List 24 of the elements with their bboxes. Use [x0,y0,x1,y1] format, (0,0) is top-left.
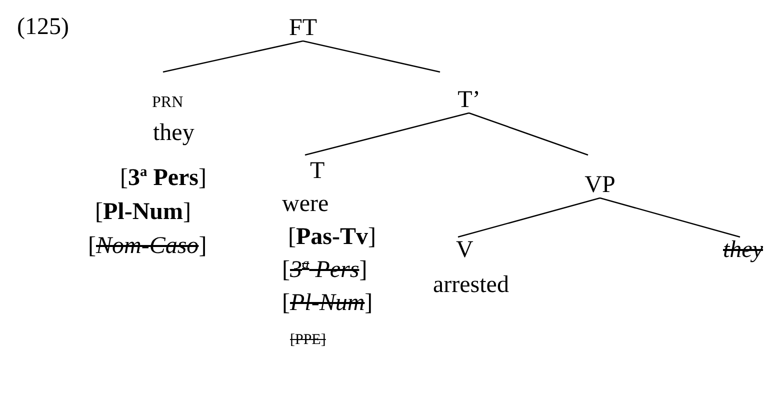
feature-text: they [153,119,194,148]
tree-branch [600,197,740,238]
node-label: T’ [458,87,480,113]
node-label: V [456,237,474,263]
feature-text: [PPE] [290,331,326,350]
feature-text: [Pl-Num] [95,198,191,227]
node-label: FT [288,15,317,41]
tree-branch [468,112,588,156]
tree-branch [458,197,600,238]
feature-text: [Pas-Tv] [288,223,376,252]
tree-branch [302,40,440,73]
example-number: (125) [17,13,69,42]
node-label: they [723,237,763,263]
feature-text: arrested [433,271,509,300]
feature-text: [3$^{a}$ Pers] [282,255,368,285]
node-label: VP [584,172,616,198]
tree-branch [162,40,304,73]
node-label: T [310,157,325,186]
feature-text: [3$^{a}$ Pers] [120,163,207,193]
feature-text: were [282,190,329,219]
node-label: PRN [152,93,184,113]
tree-branch [304,112,470,156]
feature-text: [Nom-Caso] [88,232,207,261]
feature-text: [Pl-Num] [282,289,373,318]
